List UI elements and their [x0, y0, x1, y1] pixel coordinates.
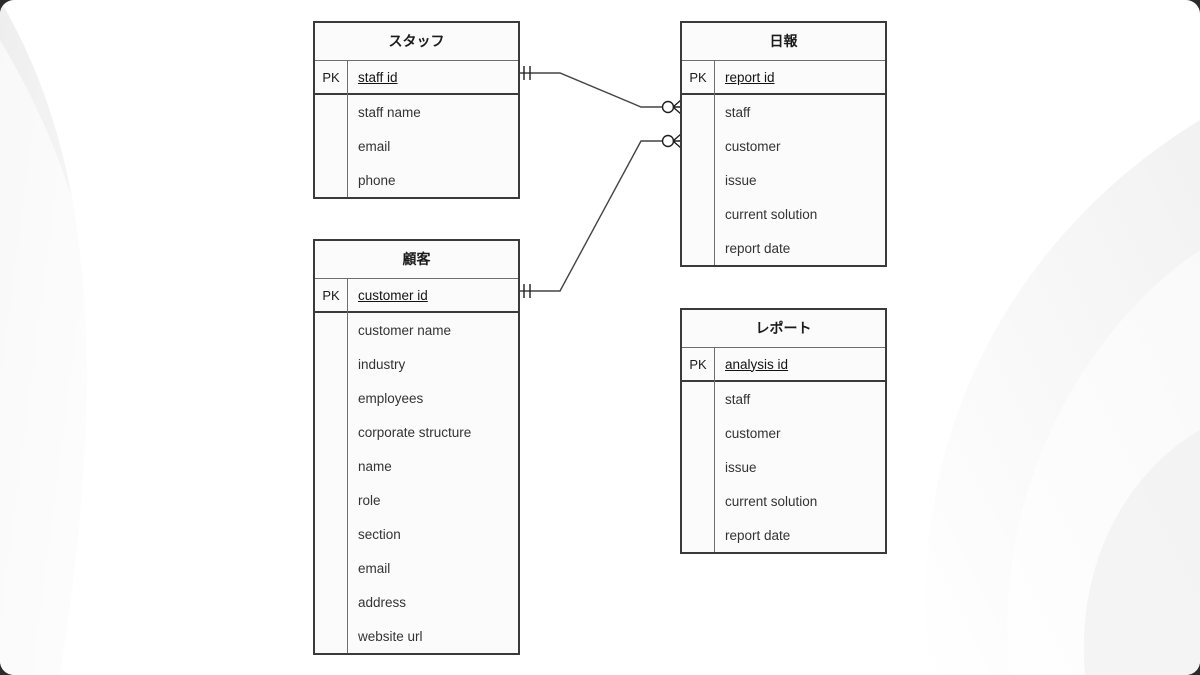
entity-field-row[interactable]: report date	[682, 231, 885, 265]
field-name: staff name	[358, 104, 421, 120]
entity-title-report: レポート	[682, 310, 885, 348]
field-name: customer	[725, 138, 781, 154]
field-name: email	[358, 560, 391, 576]
field-name: corporate structure	[358, 424, 472, 440]
pk-badge: PK	[689, 69, 707, 85]
entity-field-row[interactable]: employees	[315, 381, 518, 415]
entity-title-daily_report: 日報	[682, 23, 885, 61]
pk-badge: PK	[322, 287, 340, 303]
entity-field-row[interactable]: industry	[315, 347, 518, 381]
entity-field-row[interactable]: staff	[682, 382, 885, 416]
pk-field-name: staff id	[358, 69, 398, 85]
field-name: current solution	[725, 493, 818, 509]
relationship-customer-to-daily-report	[520, 133, 682, 298]
entity-body-staff: PK staff id staff name email phone	[315, 61, 518, 197]
entity-field-row[interactable]: customer	[682, 129, 885, 163]
entity-gutter-divider	[714, 61, 715, 265]
entity-field-row[interactable]: customer	[682, 416, 885, 450]
entity-pk-row-report[interactable]: PK analysis id	[682, 348, 885, 382]
entity-field-row[interactable]: role	[315, 483, 518, 517]
pk-badge: PK	[689, 356, 707, 372]
entity-pk-row-staff[interactable]: PK staff id	[315, 61, 518, 95]
field-name: customer name	[358, 322, 452, 338]
entity-table-staff[interactable]: スタッフ PK staff id staff name email phone	[313, 21, 520, 199]
entity-field-row[interactable]: section	[315, 517, 518, 551]
entity-field-row[interactable]: customer name	[315, 313, 518, 347]
entity-field-row[interactable]: corporate structure	[315, 415, 518, 449]
entity-field-row[interactable]: email	[315, 129, 518, 163]
entity-field-row[interactable]: address	[315, 585, 518, 619]
entity-body-customer: PK customer id customer name industry employ…	[315, 279, 518, 653]
entity-field-row[interactable]: staff	[682, 95, 885, 129]
field-name: current solution	[725, 206, 818, 222]
entity-field-row[interactable]: issue	[682, 163, 885, 197]
entity-field-row[interactable]: phone	[315, 163, 518, 197]
entity-pk-row-daily_report[interactable]: PK report id	[682, 61, 885, 95]
relationship-staff-to-daily-report	[520, 66, 682, 115]
field-name: role	[358, 492, 381, 508]
field-name: report date	[725, 527, 791, 543]
pk-field-name: customer id	[358, 287, 428, 303]
entity-table-daily_report[interactable]: 日報 PK report id staff customer issue current s…	[680, 21, 887, 267]
entity-gutter-divider	[714, 348, 715, 552]
field-name: address	[358, 594, 407, 610]
entity-gutter-divider	[347, 61, 348, 197]
pk-badge: PK	[322, 69, 340, 85]
entity-field-row[interactable]: staff name	[315, 95, 518, 129]
entity-field-row[interactable]: website url	[315, 619, 518, 653]
entity-field-row[interactable]: report date	[682, 518, 885, 552]
field-name: employees	[358, 390, 424, 406]
entity-table-report[interactable]: レポート PK analysis id staff customer issue curre…	[680, 308, 887, 554]
entity-table-customer[interactable]: 顧客 PK customer id customer name industry empl…	[313, 239, 520, 655]
field-name: industry	[358, 356, 406, 372]
pk-field-name: analysis id	[725, 356, 789, 372]
field-name: customer	[725, 425, 781, 441]
pk-field-name: report id	[725, 69, 775, 85]
entity-body-daily_report: PK report id staff customer issue current sol…	[682, 61, 885, 265]
entity-gutter-divider	[347, 279, 348, 653]
field-name: staff	[725, 391, 751, 407]
entity-field-row[interactable]: current solution	[682, 484, 885, 518]
entity-body-report: PK analysis id staff customer issue current s…	[682, 348, 885, 552]
field-name: phone	[358, 172, 396, 188]
entity-field-row[interactable]: current solution	[682, 197, 885, 231]
field-name: issue	[725, 172, 757, 188]
entity-pk-row-customer[interactable]: PK customer id	[315, 279, 518, 313]
field-name: staff	[725, 104, 751, 120]
field-name: issue	[725, 459, 757, 475]
entity-title-customer: 顧客	[315, 241, 518, 279]
field-name: website url	[358, 628, 423, 644]
entity-field-row[interactable]: email	[315, 551, 518, 585]
entity-field-row[interactable]: issue	[682, 450, 885, 484]
field-name: report date	[725, 240, 791, 256]
field-name: name	[358, 458, 392, 474]
field-name: section	[358, 526, 401, 542]
entity-field-row[interactable]: name	[315, 449, 518, 483]
entity-title-staff: スタッフ	[315, 23, 518, 61]
field-name: email	[358, 138, 391, 154]
